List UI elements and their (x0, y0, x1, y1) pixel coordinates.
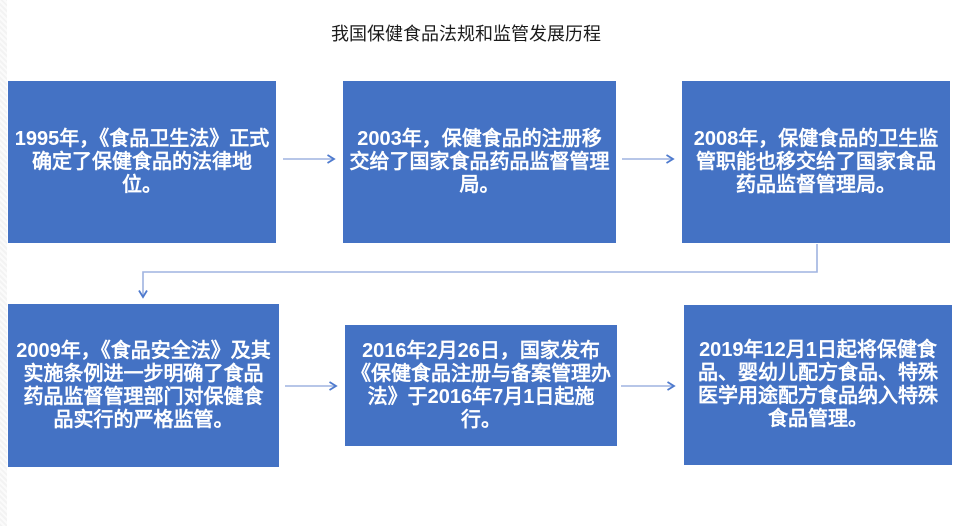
flow-node-2008: 2008年，保健食品的卫生监管职能也移交给了国家食品药品监督管理局。 (682, 81, 950, 243)
flow-node-2016: 2016年2月26日，国家发布《保健食品注册与备案管理办法》于2016年7月1日… (345, 325, 617, 446)
arrow-2008-to-2009 (138, 244, 818, 299)
flow-node-1995: 1995年，《食品卫生法》正式确定了保健食品的法律地位。 (8, 81, 276, 243)
canvas-left-edge (0, 0, 7, 526)
flow-node-2009: 2009年，《食品安全法》及其实施条例进一步明确了食品药品监督管理部门对保健食品… (8, 304, 279, 467)
flow-node-1995-text: 1995年，《食品卫生法》正式确定了保健食品的法律地位。 (14, 127, 270, 196)
flow-node-2016-text: 2016年2月26日，国家发布《保健食品注册与备案管理办法》于2016年7月1日… (351, 339, 611, 431)
flow-node-2019: 2019年12月1日起将保健食品、婴幼儿配方食品、特殊医学用途配方食品纳入特殊食… (684, 305, 952, 465)
flow-node-2019-text: 2019年12月1日起将保健食品、婴幼儿配方食品、特殊医学用途配方食品纳入特殊食… (698, 339, 938, 430)
diagram-title: 我国保健食品法规和监管发展历程 (331, 24, 601, 44)
flow-node-2008-text: 2008年，保健食品的卫生监管职能也移交给了国家食品药品监督管理局。 (693, 127, 939, 196)
flow-node-2003-text: 2003年，保健食品的注册移交给了国家食品药品监督管理局。 (349, 127, 610, 196)
flow-node-2003: 2003年，保健食品的注册移交给了国家食品药品监督管理局。 (343, 81, 616, 243)
flow-node-2009-text: 2009年，《食品安全法》及其实施条例进一步明确了食品药品监督管理部门对保健食品… (16, 339, 271, 431)
